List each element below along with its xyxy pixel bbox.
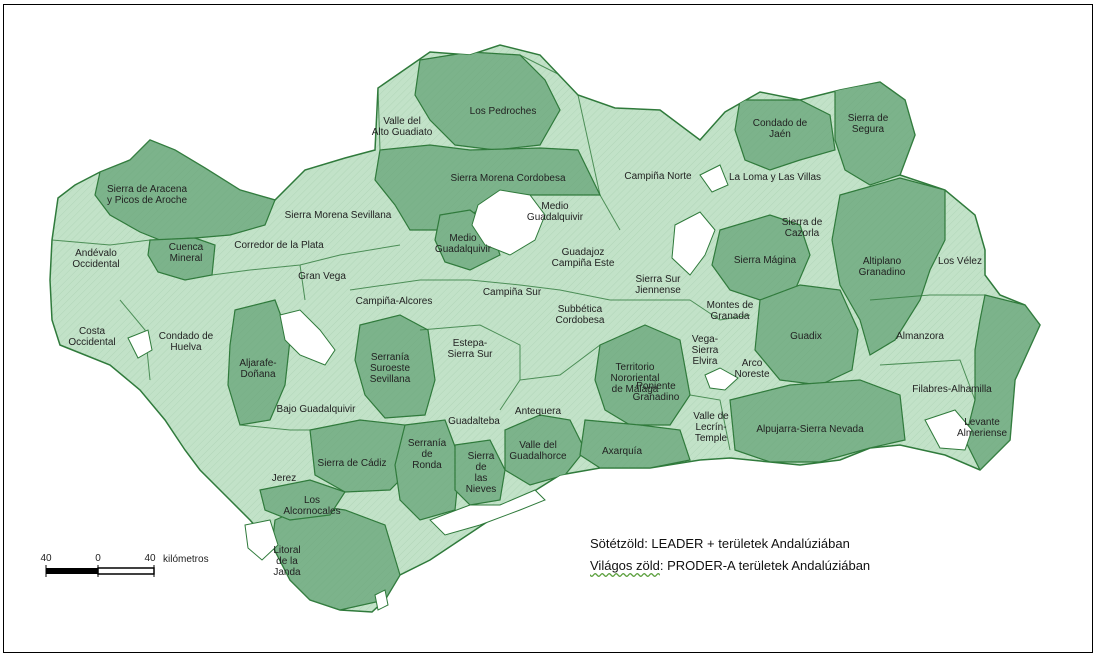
region-label: Sierra Morena Sevillana: [285, 210, 392, 221]
region-label: Campiña Sur: [483, 287, 542, 298]
region-label: Los Vélez: [938, 256, 982, 267]
region-label: Filabres-Alhamilla: [912, 384, 992, 395]
region-label: Sierra Mágina: [734, 255, 797, 266]
legend-light-green: Világos zöld: PRODER-A területek Andalúz…: [590, 558, 870, 573]
legend-light-prefix: Világos zöld: [590, 558, 660, 573]
legend-dark-green: Sötétzöld: LEADER + területek Andalúziáb…: [590, 536, 850, 551]
excluded-areas: [127, 164, 973, 611]
region-label: Campiña Norte: [624, 171, 692, 182]
region-label: Jerez: [272, 473, 296, 484]
region-label: Almanzora: [896, 331, 944, 342]
region-label: Antequera: [515, 406, 562, 417]
region-label: Corredor de la Plata: [234, 240, 324, 251]
region-label: Sierra Morena Cordobesa: [450, 173, 565, 184]
region-label: Guadalteba: [448, 416, 500, 427]
legend-light-rest: : PRODER-A területek Andalúziában: [659, 558, 871, 573]
region-label: Guadix: [790, 331, 822, 342]
scale-tick-left: 40: [40, 553, 52, 564]
region-label: Aljarafe-Doñana: [239, 358, 276, 380]
region-label: Campiña-Alcores: [356, 296, 433, 307]
region-label: Estepa-Sierra Sur: [447, 338, 493, 360]
scale-bar: 40 0 40 kilómetros: [40, 553, 209, 577]
scale-tick-zero: 0: [95, 553, 101, 564]
region-label: Los Pedroches: [470, 106, 537, 117]
scale-tick-right: 40: [144, 553, 156, 564]
region-label: Axarquía: [602, 446, 642, 457]
region-label: Sierra de Cádiz: [318, 458, 387, 469]
region-label: Alpujarra-Sierra Nevada: [756, 424, 864, 435]
scale-unit: kilómetros: [163, 554, 209, 565]
region-label: Gran Vega: [298, 271, 346, 282]
region-label: La Loma y Las Villas: [729, 172, 821, 183]
region-label: Bajo Guadalquivir: [277, 404, 357, 415]
